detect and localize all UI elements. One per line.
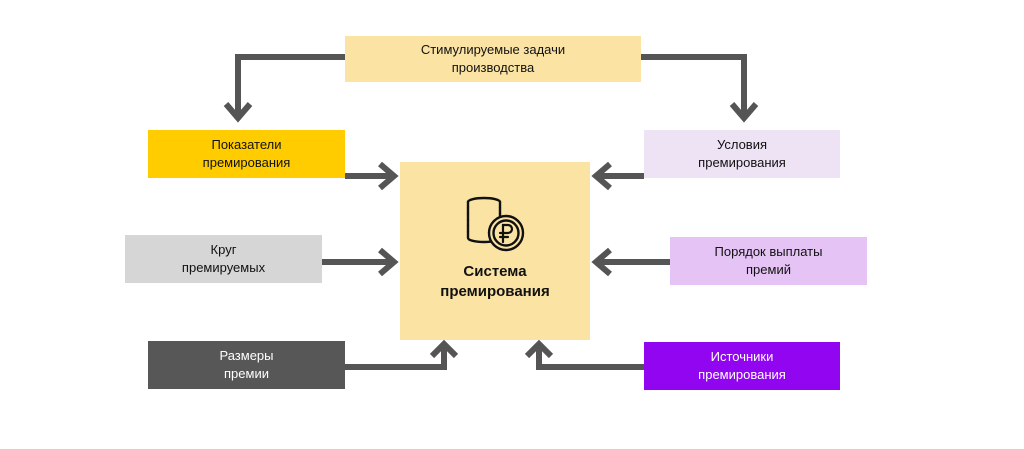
arrowhead-right-2	[591, 247, 612, 277]
box-right-2: Порядок выплаты премий	[670, 237, 867, 285]
box-right-1-label: Условия премирования	[698, 137, 786, 170]
center-title: Система премирования	[440, 263, 550, 300]
box-left-2: Круг премируемых	[125, 235, 322, 283]
arrowhead-right-1	[591, 161, 612, 191]
arrow-top-to-left	[235, 54, 345, 118]
arrowhead-top-to-right	[729, 102, 759, 123]
box-right-2-label: Порядок выплаты премий	[714, 244, 823, 277]
box-left-1: Показатели премирования	[148, 130, 345, 178]
arrowhead-left-2	[378, 247, 399, 277]
box-right-3-label: Источники премирования	[698, 349, 786, 382]
box-left-3-label: Размеры премии	[219, 348, 274, 381]
arrowhead-left-3	[429, 339, 459, 359]
arrowhead-left-1	[378, 161, 399, 191]
arrow-left-3-to-center	[345, 346, 447, 370]
box-left-3: Размеры премии	[148, 341, 345, 389]
arrowhead-right-3	[524, 339, 554, 359]
arrow-top-to-right	[641, 54, 747, 118]
box-right-3: Источники премирования	[644, 342, 840, 390]
box-center	[400, 162, 590, 340]
box-left-2-label: Круг премируемых	[181, 242, 266, 275]
coins-ruble-icon	[466, 196, 525, 252]
arrowhead-top-to-left	[223, 102, 253, 123]
box-right-1: Условия премирования	[644, 130, 840, 178]
box-left-1-label: Показатели премирования	[202, 137, 291, 170]
box-top: Стимулируемые задачи производства	[345, 36, 641, 82]
box-top-label: Стимулируемые задачи производства	[420, 42, 566, 75]
arrow-right-3-to-center	[536, 346, 644, 370]
